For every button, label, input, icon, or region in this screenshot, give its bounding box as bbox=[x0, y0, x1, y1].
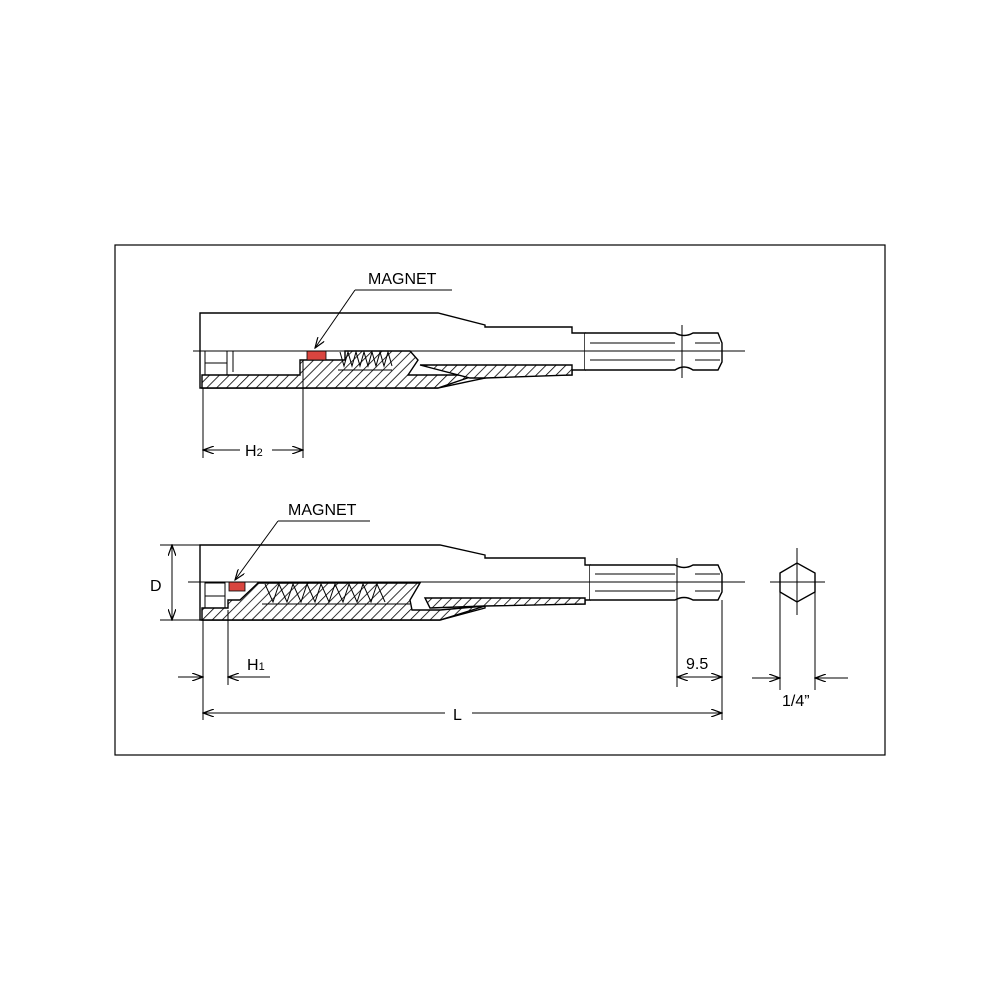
top-tool-view: MAGNET H2 bbox=[193, 271, 745, 460]
magnet-marker-top bbox=[306, 350, 327, 361]
magnet-label-bottom: MAGNET bbox=[288, 502, 357, 519]
drawing-frame bbox=[114, 244, 886, 756]
hex-end-view: 1/4” bbox=[752, 548, 848, 710]
dim-hex-length-label: 9.5 bbox=[686, 656, 708, 673]
dim-d-label: D bbox=[150, 578, 162, 595]
dim-hex-size-label: 1/4” bbox=[782, 693, 810, 710]
dim-h2-label: H2 bbox=[245, 443, 263, 460]
dim-l-label: L bbox=[453, 707, 462, 724]
dim-h1-label: H1 bbox=[247, 657, 265, 674]
magnet-marker-bottom bbox=[228, 581, 246, 592]
magnet-label-top: MAGNET bbox=[368, 271, 437, 288]
bottom-tool-view: MAGNET D H1 9.5 L bbox=[150, 502, 745, 724]
